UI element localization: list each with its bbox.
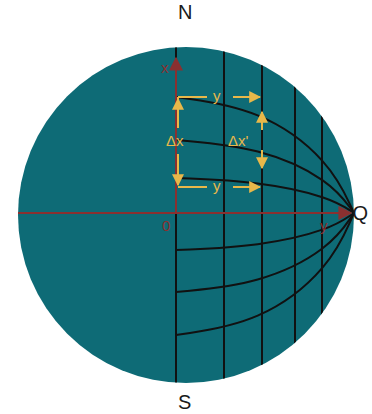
measure-arrows [178, 97, 262, 187]
measure-label: y [213, 88, 221, 103]
axis-label: x [161, 60, 169, 75]
measure-label: Δx' [228, 133, 248, 148]
point-label: Q [352, 203, 368, 223]
measure-label: Δx [166, 133, 184, 148]
grid-lines [176, 40, 354, 390]
axis-label: y [320, 218, 328, 233]
pole-label: S [178, 392, 191, 412]
measure-label: y [213, 178, 221, 193]
y-axis [18, 212, 351, 214]
pole-label: N [178, 2, 192, 22]
sphere [18, 47, 354, 383]
origin-label: 0 [162, 218, 170, 233]
